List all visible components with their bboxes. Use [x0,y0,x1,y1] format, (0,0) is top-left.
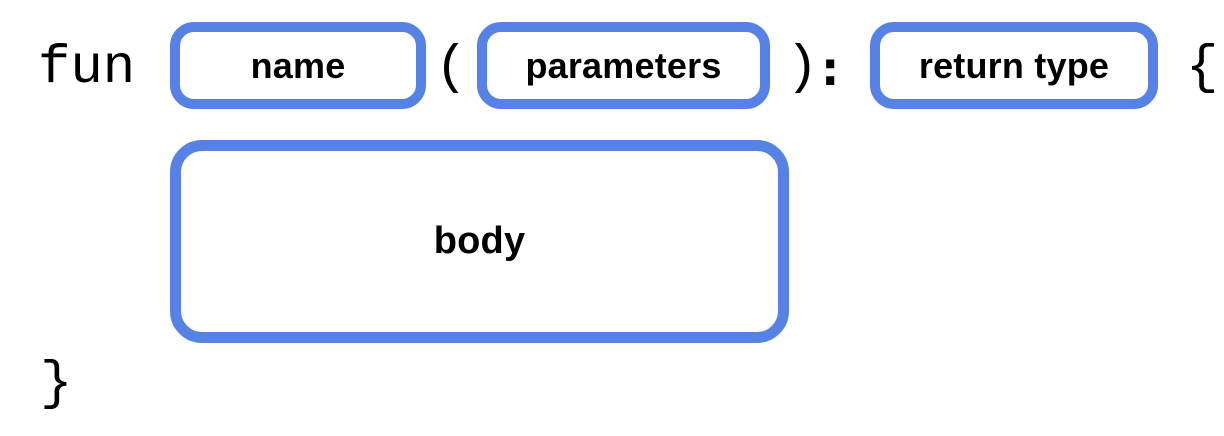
name-slot-label: name [250,44,346,86]
open-paren-token: ( [435,38,468,99]
body-slot: body [170,140,789,343]
open-brace-token: { [1186,38,1219,99]
body-slot-label: body [433,220,526,262]
close-paren-token: ) [786,38,819,99]
name-slot: name [170,22,426,109]
parameters-slot: parameters [477,22,770,109]
fun-keyword: fun [38,38,136,99]
colon-token: : [821,42,840,96]
close-brace-token: } [40,354,73,415]
return-type-slot: return type [870,22,1158,109]
parameters-slot-label: parameters [525,44,722,86]
return-type-slot-label: return type [918,44,1110,86]
